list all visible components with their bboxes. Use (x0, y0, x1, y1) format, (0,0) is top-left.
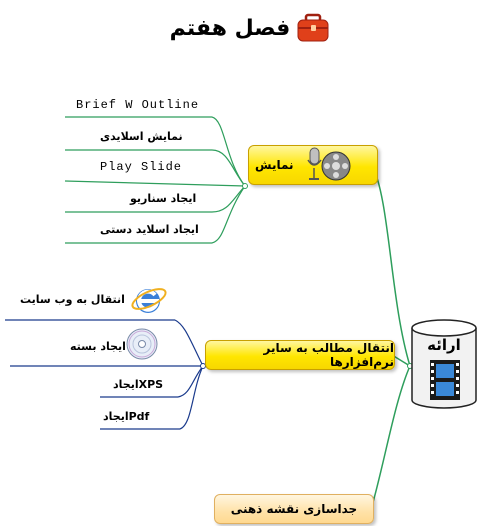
toolbox-icon (297, 13, 329, 42)
leaf-create-pdf[interactable]: Pdfایجاد (103, 410, 150, 423)
leaf-brief-outline[interactable]: Brief W Outline (76, 98, 200, 112)
link-root-to-show (371, 164, 411, 367)
internet-explorer-icon (131, 288, 167, 313)
branch-detach-label: جداسازی نقشه ذهنی (230, 502, 358, 516)
film-strip-icon (430, 360, 460, 400)
page-title: فصل هفتم (150, 8, 350, 48)
branch-transfer-label: انتقال مطالب به سایر نرم‌افزارها (263, 341, 395, 369)
link-root-to-transfer (391, 354, 411, 367)
branch-show-label: نمایش (255, 158, 294, 172)
leaf-slideshow[interactable]: نمایش اسلایدی (100, 130, 183, 143)
leaf-to-website[interactable]: انتقال به وب سایت (20, 293, 125, 306)
link-root-to-detach (371, 365, 411, 507)
microphone-film-reel-icon (307, 147, 351, 181)
transfer-leaf-links (5, 319, 204, 430)
leaf-create-package[interactable]: ایجاد بسته (70, 340, 126, 353)
leaf-create-scenario[interactable]: ایجاد سناریو (130, 192, 197, 205)
leaf-create-xps[interactable]: XPSایجاد (113, 378, 164, 391)
root-node[interactable]: ارائه (410, 318, 478, 410)
leaf-play-slide[interactable]: Play Slide (100, 160, 183, 174)
branch-transfer[interactable]: انتقال مطالب به سایر نرم‌افزارها (205, 340, 395, 370)
leaf-manual-slide[interactable]: ایجاد اسلاید دستی (100, 223, 199, 236)
title-text: فصل هفتم (169, 15, 291, 41)
root-label: ارائه (427, 336, 461, 354)
branch-detach[interactable]: جداسازی نقشه ذهنی (214, 494, 374, 524)
cd-disc-icon (126, 328, 158, 360)
show-leaf-links (64, 116, 246, 244)
